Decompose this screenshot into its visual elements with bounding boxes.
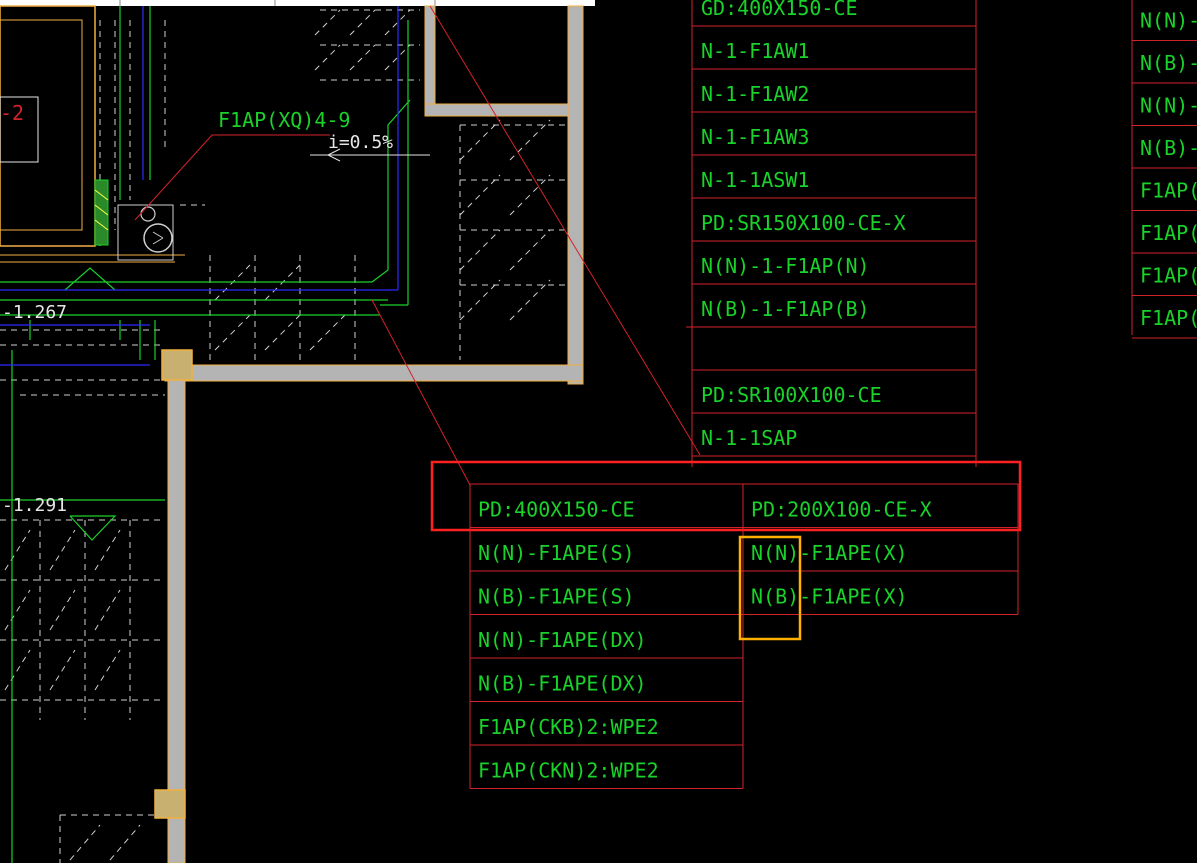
green-pipes [0, 6, 411, 863]
table-far-cell[interactable]: N(N)-F [1140, 9, 1197, 33]
table-top-cell[interactable]: PD:SR150X100-CE-X [701, 211, 906, 235]
table-top-cell[interactable]: N-1-F1AW3 [701, 125, 809, 149]
table-bottom-right-cell[interactable]: N(B)-F1APE(X) [751, 585, 908, 609]
table-bottom-left-cell[interactable]: N(B)-F1APE(S) [478, 585, 635, 609]
table-far-cell[interactable]: F1AP( [1140, 179, 1197, 203]
table-bottom-right-cell[interactable]: PD:200X100-CE-X [751, 498, 932, 522]
table-top-cell[interactable]: N-1-F1AW2 [701, 82, 809, 106]
table-far-right: N(N)-F N(B)-F N(N)-F N(B)-F F1AP( F1AP( F1AP( F… [1131, 0, 1197, 339]
left-tag-label: -2 [0, 101, 24, 125]
toolbar-strip [0, 0, 595, 6]
table-bottom-left-cell[interactable]: F1AP(CKN)2:WPE2 [478, 759, 659, 783]
slope-arrow [310, 148, 430, 162]
elevation-markers [69, 515, 117, 541]
table-top-cell[interactable]: N(B)-1-F1AP(B) [701, 297, 870, 321]
table-far-cell[interactable]: N(B)-F [1140, 51, 1197, 75]
hatch-lines [0, 9, 565, 863]
table-top-cell[interactable]: PD:SR100X100-CE [701, 383, 882, 407]
table-bottom-left-cell[interactable]: F1AP(CKB)2:WPE2 [478, 715, 659, 739]
table-far-cell[interactable]: F1AP( [1140, 264, 1197, 288]
walls [154, 5, 584, 863]
elevation-label-2: -1.291 [2, 495, 67, 516]
table-top-cell[interactable]: N-1-1ASW1 [701, 168, 809, 192]
slope-label: i=0.5% [328, 132, 393, 153]
table-top-cell[interactable]: N-1-1SAP [701, 426, 797, 450]
table-bottom-right-cell[interactable]: N(N)-F1APE(X) [751, 541, 908, 565]
table-bottom-left-cell[interactable]: N(B)-F1APE(DX) [478, 672, 647, 696]
table-bottom-left-cell[interactable]: PD:400X150-CE [478, 498, 635, 522]
table-far-cell[interactable]: F1AP( [1140, 306, 1197, 330]
left-room-outlines [0, 5, 185, 263]
selection-highlight-header[interactable] [430, 460, 1022, 532]
equipment-symbol [94, 179, 174, 261]
selection-highlight-cell[interactable] [738, 535, 802, 641]
table-bottom: PD:400X150-CE N(N)-F1APE(S) N(B)-F1APE(S) N… [469, 483, 1019, 789]
table-top-cell[interactable]: N-1-F1AW1 [701, 39, 809, 63]
table-far-cell[interactable]: N(B)-F [1140, 136, 1197, 160]
table-far-cell[interactable]: F1AP( [1140, 221, 1197, 245]
table-top-right: GD:400X150-CE N-1-F1AW1N-1-F1AW2N-1-F1AW3… [686, 0, 977, 467]
elevation-label-1: -1.267 [2, 302, 67, 323]
table-bottom-left-cell[interactable]: N(N)-F1APE(DX) [478, 628, 647, 652]
pipe-annotation-label: F1AP(XQ)4-9 [218, 108, 350, 132]
table-top-cell[interactable]: GD:400X150-CE [701, 0, 858, 20]
leader-lines [134, 5, 701, 486]
blue-lines [0, 6, 399, 366]
table-bottom-left-cell[interactable]: N(N)-F1APE(S) [478, 541, 635, 565]
table-far-cell[interactable]: N(N)-F [1140, 94, 1197, 118]
table-top-cell[interactable]: N(N)-1-F1AP(N) [701, 254, 870, 278]
